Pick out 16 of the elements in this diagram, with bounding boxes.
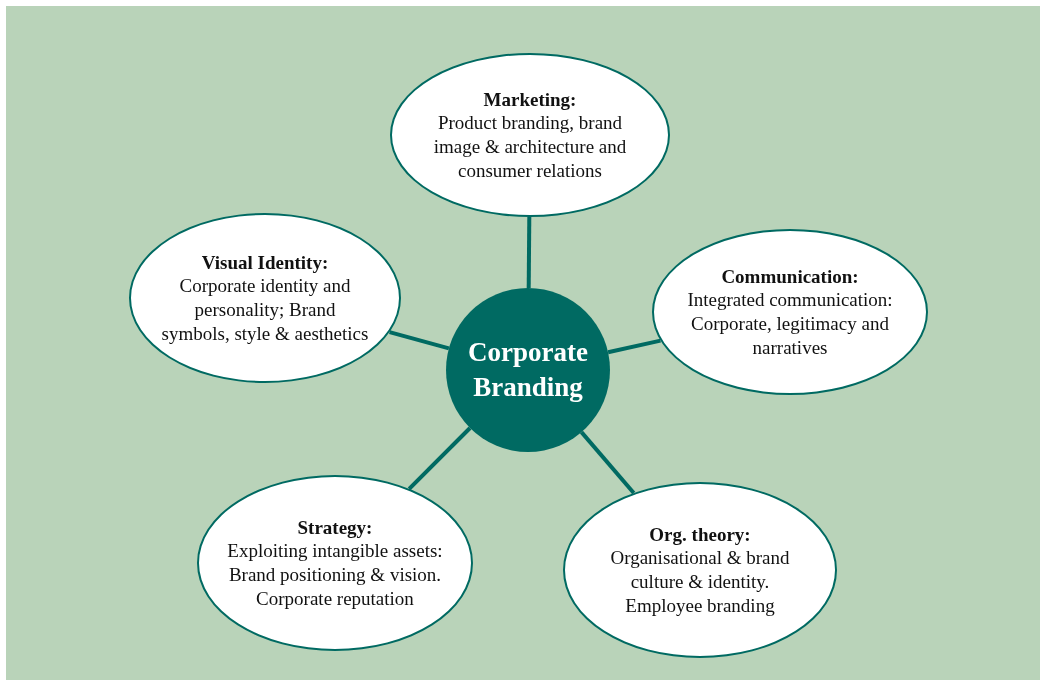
node-description: Product branding, brand image & architecture and consumer relations <box>432 111 628 183</box>
node-heading: Org. theory: <box>649 522 751 547</box>
node-heading: Strategy: <box>297 515 373 540</box>
connector-line <box>389 330 450 351</box>
connector-line <box>526 217 532 288</box>
node-description: Exploiting intangible assets: Brand positioning & vision. Corporate reputation <box>227 539 443 611</box>
node-description: Integrated communication: Corporate, legitimacy and narratives <box>686 288 894 360</box>
hub-label: Corporate Branding <box>467 335 589 404</box>
connector-line <box>607 338 661 355</box>
connector-line <box>579 430 636 495</box>
connector-line <box>407 426 472 491</box>
node-heading: Marketing: <box>483 87 577 112</box>
node-description: Organisational & brand culture & identity. Employee branding <box>609 546 791 618</box>
node-heading: Visual Identity: <box>201 250 329 275</box>
node-description: Corporate identity and personality; Brand symbols, style & aesthetics <box>160 274 370 346</box>
node-heading: Communication: <box>721 264 859 289</box>
